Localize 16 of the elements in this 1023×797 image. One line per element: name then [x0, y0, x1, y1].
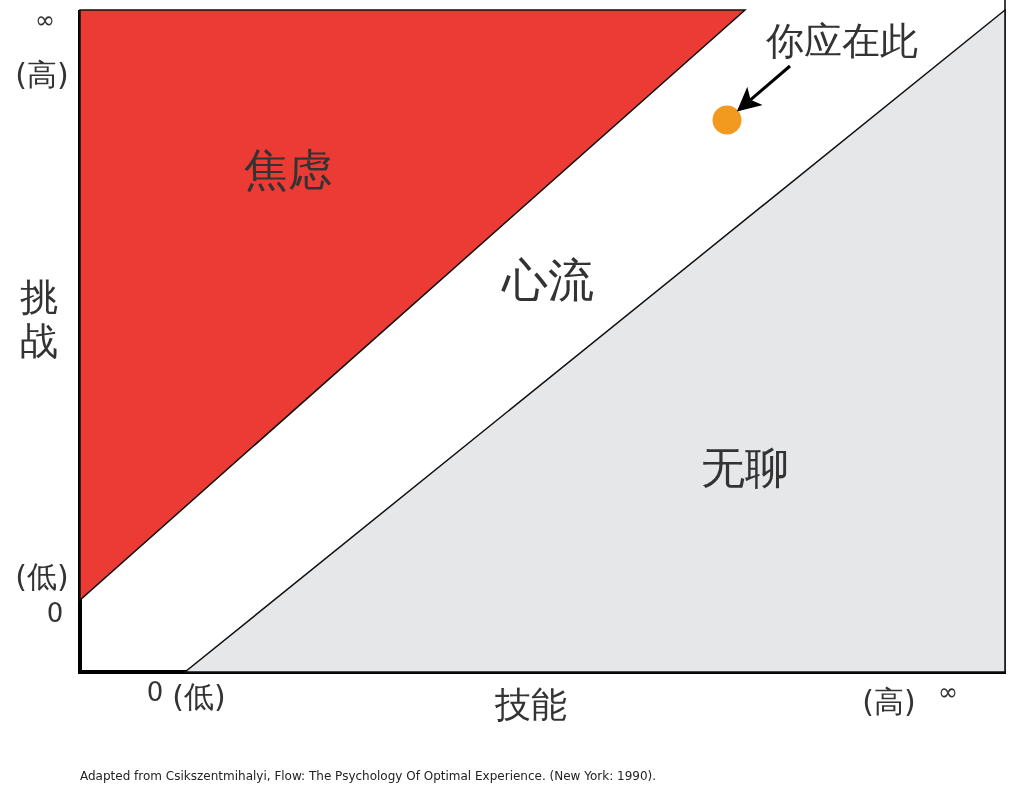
region-label: 心流 — [502, 257, 594, 303]
caption: Adapted from Csikszentmihalyi, Flow: The Psychology Of Optimal Experience. (New York: 1990). — [80, 770, 657, 782]
axis-tick-label: ∞ — [938, 680, 958, 704]
axis-tick-label: (低) — [172, 682, 226, 712]
axis-tick-label: (高) — [862, 687, 916, 717]
axis-tick-label: 0 — [46, 600, 64, 626]
axis-tick-label: 0 — [146, 679, 164, 705]
axis-tick-label: ∞ — [35, 8, 55, 32]
axis-title: 挑战 — [20, 276, 60, 364]
arrow — [736, 64, 791, 112]
callout-text: 你应在此 — [766, 22, 918, 60]
region-label: 焦虑 — [244, 148, 332, 192]
region-label: 无聊 — [701, 446, 789, 490]
axis-tick-label: (高) — [15, 60, 69, 90]
axis-title: 技能 — [495, 687, 567, 723]
axis-tick-label: (低) — [15, 562, 69, 592]
